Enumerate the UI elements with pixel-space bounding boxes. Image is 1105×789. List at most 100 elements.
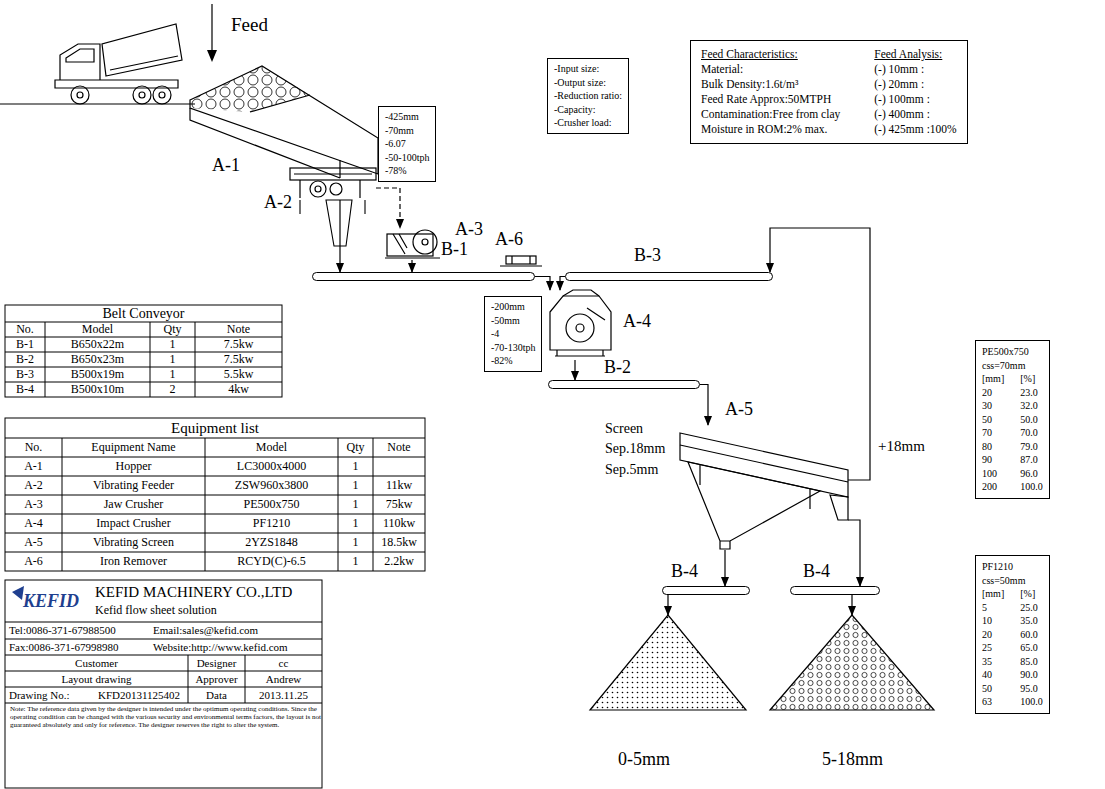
table-cell: B-4	[5, 382, 45, 397]
table-cell: Drawing No.:	[6, 687, 93, 703]
feed-arrow	[207, 4, 217, 62]
gradation-cell: 30	[982, 399, 1004, 413]
flow-connector	[339, 200, 340, 272]
table-cell: Hopper	[62, 457, 205, 476]
table-cell: 4kw	[195, 382, 282, 397]
equipment-tag: B-1	[441, 240, 468, 260]
disclaimer-note: Note: The reference data given by the de…	[7, 705, 323, 786]
table-cell: 1	[338, 533, 373, 552]
gradation-cell: 50.0	[1020, 413, 1043, 427]
feed-text: (-) 400mm :	[874, 107, 956, 122]
table-cell: 2.2kw	[373, 552, 425, 571]
parameter-text: -200mm	[491, 300, 535, 314]
gradation-cell: 40	[982, 668, 1004, 682]
table-cell: Qty	[150, 322, 195, 337]
flow-connector	[667, 595, 668, 615]
feed-text: Material:	[701, 62, 840, 77]
gradation-cell: 200	[982, 480, 1004, 494]
table-cell: PE500x750	[205, 495, 338, 514]
feed-column: Feed Characteristics:Material:Bulk Densi…	[701, 47, 840, 137]
feed-heading: Feed Analysis:	[874, 47, 956, 62]
table-cell: RCYD(C)-6.5	[205, 552, 338, 571]
feed-label: Feed	[228, 14, 293, 36]
gradation-cell: 80	[982, 440, 1004, 454]
feeder-chute	[300, 200, 365, 246]
feed-text: (-) 100mm :	[874, 92, 956, 107]
table-cell: Data	[188, 687, 245, 703]
belt-conveyor: B-4	[662, 586, 750, 595]
belt-conveyor: B-3	[565, 272, 773, 281]
table-cell: B650x22m	[45, 337, 150, 352]
table-cell: 7.5kw	[195, 337, 282, 352]
gradation-cell: 20	[982, 386, 1004, 400]
gradation-box: PF1210css=50mm[mm][%]525.01035.02060.025…	[975, 555, 1050, 714]
table-cell: 1	[338, 552, 373, 571]
hopper-shape: A-1	[190, 62, 378, 182]
feed-box: Feed Characteristics:Material:Bulk Densi…	[690, 40, 968, 144]
equipment-tag: A-5	[725, 400, 753, 420]
flow-connector	[851, 595, 852, 615]
gradation-cell: 87.0	[1020, 453, 1043, 467]
parameter-text: -Capacity:	[554, 103, 622, 117]
gradation-cell: 35.0	[1020, 614, 1043, 628]
gradation-cell: 50	[982, 413, 1004, 427]
gradation-cell: 60.0	[1020, 628, 1043, 642]
gradation-cell: 32.0	[1020, 399, 1043, 413]
feed-text: Contamination:Free from clay	[701, 107, 840, 122]
flow-connector	[376, 188, 400, 228]
table-cell: 2	[150, 382, 195, 397]
gradation-cell: 90	[982, 453, 1004, 467]
flow-connector	[411, 260, 412, 272]
table-cell: Andrew	[245, 671, 322, 687]
table-cell: 75kw	[373, 495, 425, 514]
equipment-caption: Screen Sep.18mm Sep.5mm	[605, 419, 673, 480]
gradation-heading: css=50mm	[982, 574, 1043, 588]
table-cell: Vibrating Feeder	[62, 476, 205, 495]
equipment-tag: 5-18mm	[822, 750, 883, 770]
gradation-cell: 96.0	[1020, 467, 1043, 481]
vibrating-screen: A-5Screen Sep.18mm Sep.5mm	[680, 425, 848, 550]
gradation-cell: 100.0	[1020, 480, 1043, 494]
gradation-cell: [%]	[1020, 372, 1043, 386]
flow-connector	[560, 277, 565, 291]
table-cell: Model	[205, 438, 338, 457]
table-cell: B650x23m	[45, 352, 150, 367]
parameter-text: -6.07	[385, 137, 429, 151]
gradation-cell: 5	[982, 601, 1004, 615]
contact-text: Tel:0086-371-67988500	[6, 622, 153, 639]
flow-connector	[700, 385, 708, 426]
table-cell: 1	[338, 495, 373, 514]
parameter-text: -70mm	[385, 124, 429, 138]
table-cell: KFD20131125402	[90, 687, 188, 703]
table-cell: B500x10m	[45, 382, 150, 397]
table-cell: 2YZS1848	[205, 533, 338, 552]
gradation-cell: 100.0	[1020, 695, 1043, 709]
flow-connector	[574, 360, 575, 380]
dump-truck	[0, 24, 195, 104]
contact-text: Website:http://www.kefid.com	[150, 639, 323, 655]
table-cell: Approver	[188, 671, 245, 687]
table-cell: 1	[338, 476, 373, 495]
equipment-tag: A-1	[212, 156, 240, 176]
table-cell: A-5	[5, 533, 62, 552]
table-cell: Designer	[188, 655, 245, 671]
equipment-tag: B-2	[604, 358, 631, 378]
table-cell: Note	[373, 438, 425, 457]
table-cell: 1	[338, 514, 373, 533]
equipment-tag: B-3	[634, 246, 661, 266]
table-cell: B500x19m	[45, 367, 150, 382]
edge-label: +18mm	[876, 438, 927, 455]
gradation-cell: 95.0	[1020, 682, 1043, 696]
belt-conveyor: B-4	[790, 586, 880, 595]
feed-text: Feed Rate Approx:50MTPH	[701, 92, 840, 107]
table-cell: Model	[45, 322, 150, 337]
gradation-cell: 65.0	[1020, 641, 1043, 655]
table-cell: A-4	[5, 514, 62, 533]
flow-connector	[535, 277, 550, 291]
equipment-tag: B-4	[803, 562, 830, 582]
feeder-shape	[290, 168, 376, 200]
table-cell: A-6	[5, 552, 62, 571]
company-slogan: Kefid flow sheet solution	[92, 601, 323, 620]
table-cell: 5.5kw	[195, 367, 282, 382]
contact-text: Email:sales@kefid.com	[150, 622, 323, 639]
